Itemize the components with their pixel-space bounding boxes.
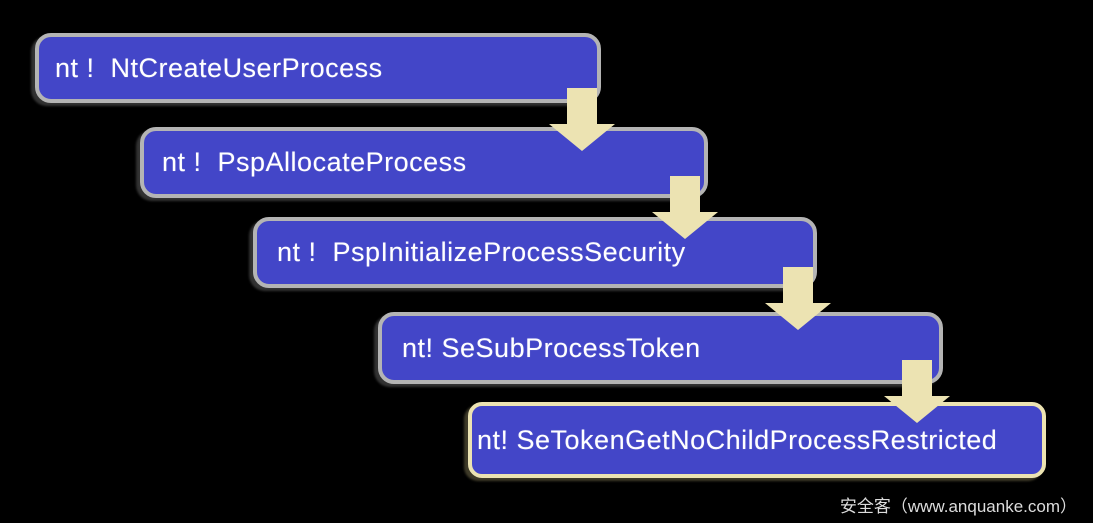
node-pspinitializeprocesssecurity: nt ! PspInitializeProcessSecurity [253,217,817,288]
arrow-down-icon-2 [652,176,718,239]
node-ntcreateuserprocess: nt ! NtCreateUserProcess [35,33,601,103]
node-label: nt ! NtCreateUserProcess [55,52,383,83]
node-label: nt! SeTokenGetNoChildProcessRestricted [477,424,998,455]
node-label: nt! SeSubProcessToken [402,332,701,363]
node-label: nt ! PspInitializeProcessSecurity [277,237,686,267]
arrow-down-icon-4 [884,360,950,423]
node-setokengetnochildprocessrestricted: nt! SeTokenGetNoChildProcessRestricted [468,402,1046,478]
node-label: nt ! PspAllocateProcess [162,147,467,177]
arrow-down-icon-3 [765,267,831,330]
arrow-down-icon-1 [549,88,615,151]
watermark: 安全客（www.anquanke.com） [839,497,1077,516]
node-pspallocateprocess: nt ! PspAllocateProcess [140,127,708,198]
node-sesubprocesstoken: nt! SeSubProcessToken [378,312,943,384]
